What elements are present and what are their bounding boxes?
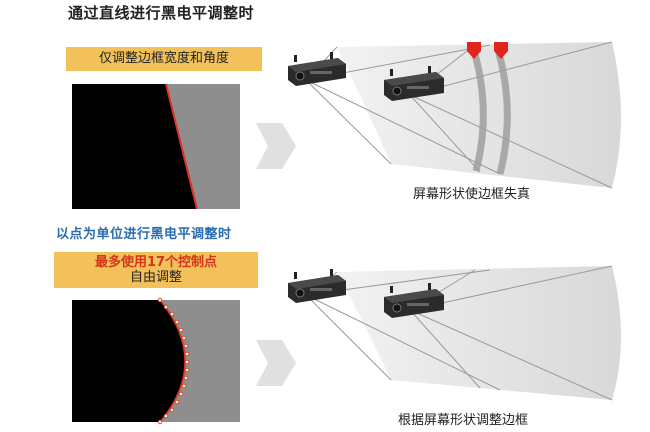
projector-icon	[384, 283, 444, 318]
overlap-band-right	[493, 45, 511, 175]
overlap-band-left	[469, 45, 487, 172]
banner-point-line2: 自由调整	[129, 270, 182, 285]
banner-line-adjust: 仅调整边框宽度和角度	[66, 47, 262, 71]
line-edge-panel	[72, 83, 240, 210]
curved-screen-top	[288, 41, 621, 189]
projector-icon	[288, 269, 346, 303]
curved-screen-bottom	[288, 265, 621, 401]
heading-line-adjustment: 通过直线进行黑电平调整时	[68, 4, 255, 22]
marker-arrow-icon	[467, 42, 481, 59]
projector-icon	[384, 66, 444, 101]
projector-icon	[288, 52, 346, 86]
banner-point-line1: 最多使用17个控制点	[94, 255, 218, 270]
caption-distorted-edge: 屏幕形状使边框失真	[413, 187, 531, 202]
point-edge-panel	[72, 297, 240, 425]
banner-point-adjust: 最多使用17个控制点 自由调整	[54, 252, 258, 288]
caption-adjusted-edge: 根据屏幕形状调整边框	[398, 413, 529, 428]
arrow-right-icon	[256, 340, 296, 386]
blend-edge-line	[165, 83, 198, 210]
panel-black-area	[72, 300, 185, 422]
panel-black-area	[72, 84, 197, 209]
heading-point-adjustment: 以点为单位进行黑电平调整时	[56, 227, 232, 242]
marker-arrow-icon	[494, 42, 508, 59]
control-points	[157, 297, 190, 425]
arrow-right-icon	[256, 123, 296, 169]
